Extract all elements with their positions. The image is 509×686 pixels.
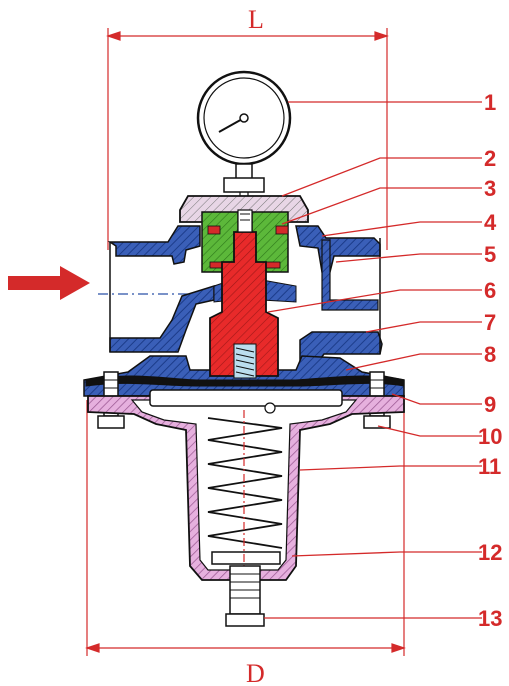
- adjusting-screw: [225, 565, 265, 627]
- callout-7: 7: [484, 310, 496, 335]
- callout-10: 10: [478, 424, 502, 449]
- callout-12: 12: [478, 540, 502, 565]
- dimension-d-label: D: [246, 659, 265, 686]
- callout-8: 8: [484, 342, 496, 367]
- callout-3: 3: [484, 176, 496, 201]
- leader-lines: [264, 101, 482, 619]
- callout-1: 1: [484, 90, 496, 115]
- callout-2: 2: [484, 146, 496, 171]
- callout-6: 6: [484, 278, 496, 303]
- diaphragm: [85, 375, 405, 387]
- spring-bottom-plate: [211, 551, 281, 565]
- dimension-l-label: L: [248, 5, 264, 34]
- flow-arrow-icon: [8, 266, 90, 300]
- dimension-l: [106, 28, 389, 250]
- callout-5: 5: [484, 242, 496, 267]
- callout-4: 4: [484, 210, 497, 235]
- callout-11: 11: [478, 454, 501, 479]
- piston-stem: [209, 209, 279, 379]
- callout-numbers: 1 2 3 4 5 6 7 8 9 10 11 12 13: [478, 90, 502, 631]
- pressure-gauge-icon: [196, 70, 292, 210]
- valve-body: [83, 225, 405, 397]
- callout-9: 9: [484, 392, 496, 417]
- dimension-d: [85, 400, 406, 656]
- callout-13: 13: [478, 606, 502, 631]
- spring: [207, 417, 283, 549]
